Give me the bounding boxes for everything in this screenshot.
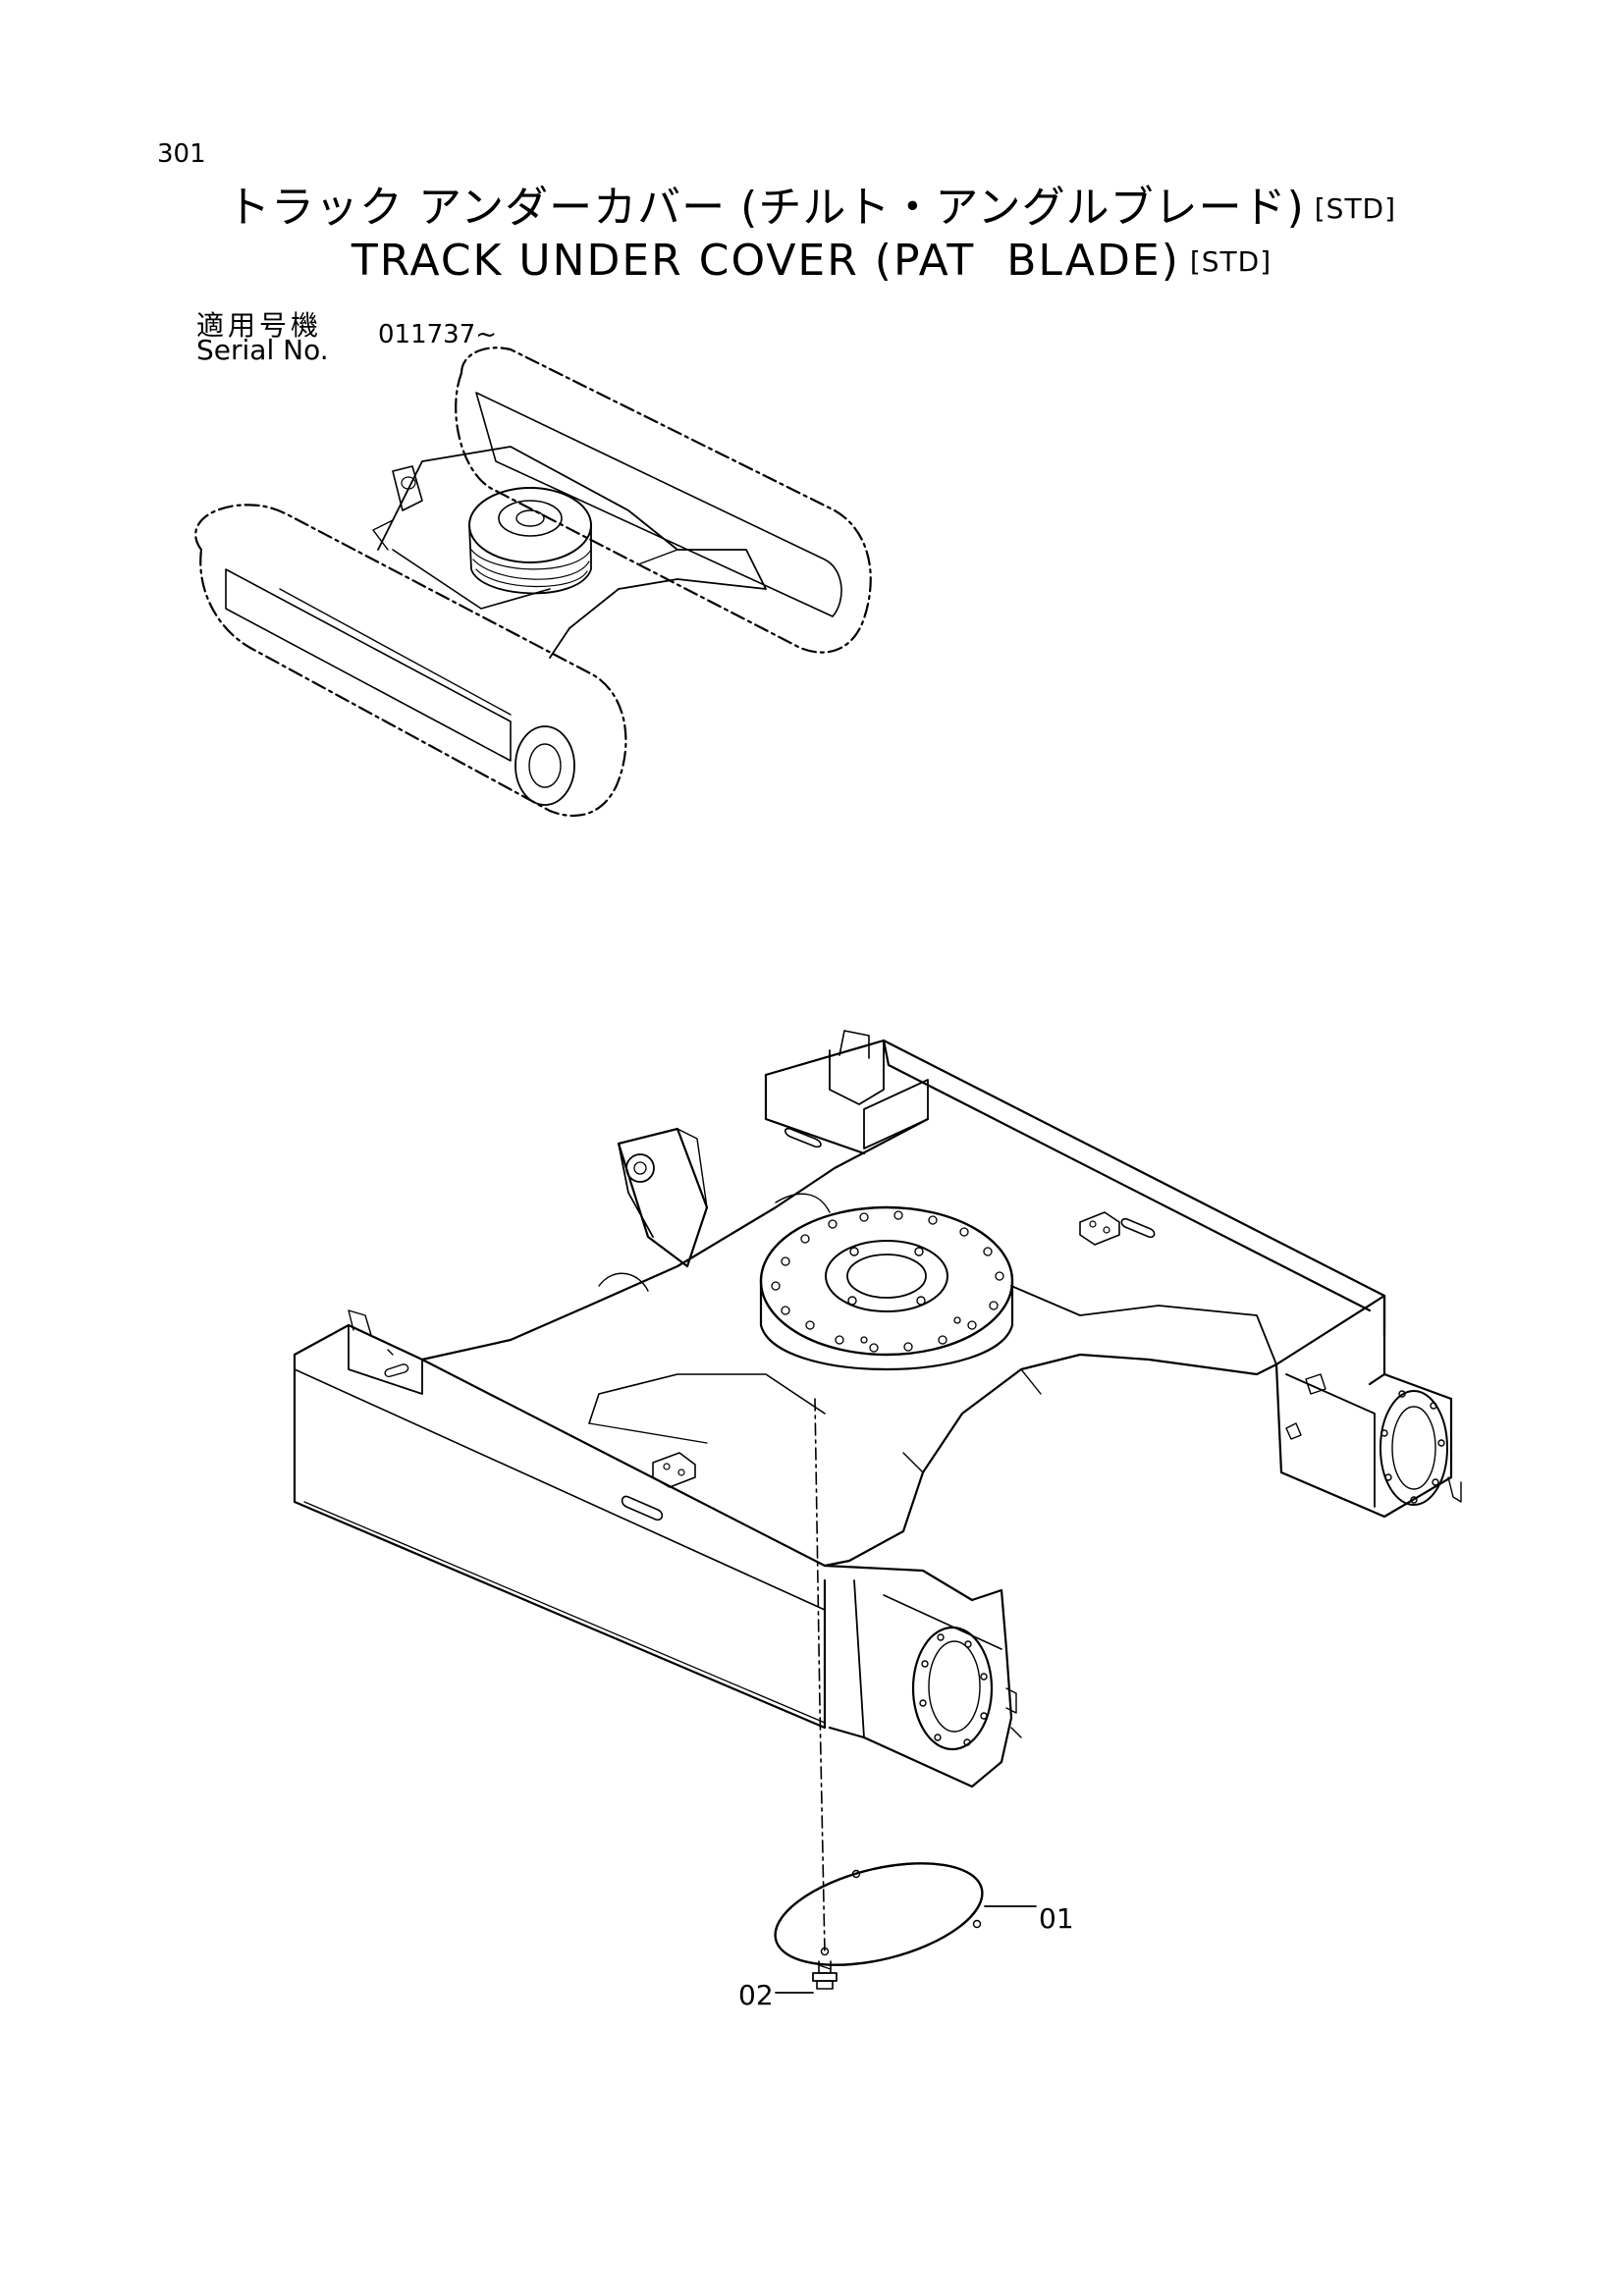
track-frame-drawing — [293, 1030, 1462, 1789]
serial-label-english: Serial No. — [196, 334, 329, 366]
page-title-english: TRACK UNDER COVER (PAT BLADE) [STD] — [0, 236, 1623, 286]
page-number: 301 — [157, 139, 206, 169]
serial-number-value: 011737~ — [378, 320, 498, 349]
bolt-part — [775, 1960, 838, 1994]
callout-02-label: 02 — [738, 1979, 774, 2011]
title-japanese-text: トラック アンダーカバー (チルト・アングルブレード) — [226, 183, 1305, 233]
std-tag: [STD] — [1314, 192, 1397, 225]
callout-01-label: 01 — [1039, 1902, 1074, 1935]
under-cover-plate — [774, 1398, 1037, 1966]
overview-undercarriage-drawing — [194, 347, 872, 818]
title-english-text: TRACK UNDER COVER (PAT BLADE) — [351, 236, 1180, 286]
page-title-japanese: トラック アンダーカバー (チルト・アングルブレード) [STD] — [0, 172, 1623, 235]
serial-label-japanese: 適用号機 — [196, 309, 323, 342]
std-tag: [STD] — [1189, 245, 1272, 278]
